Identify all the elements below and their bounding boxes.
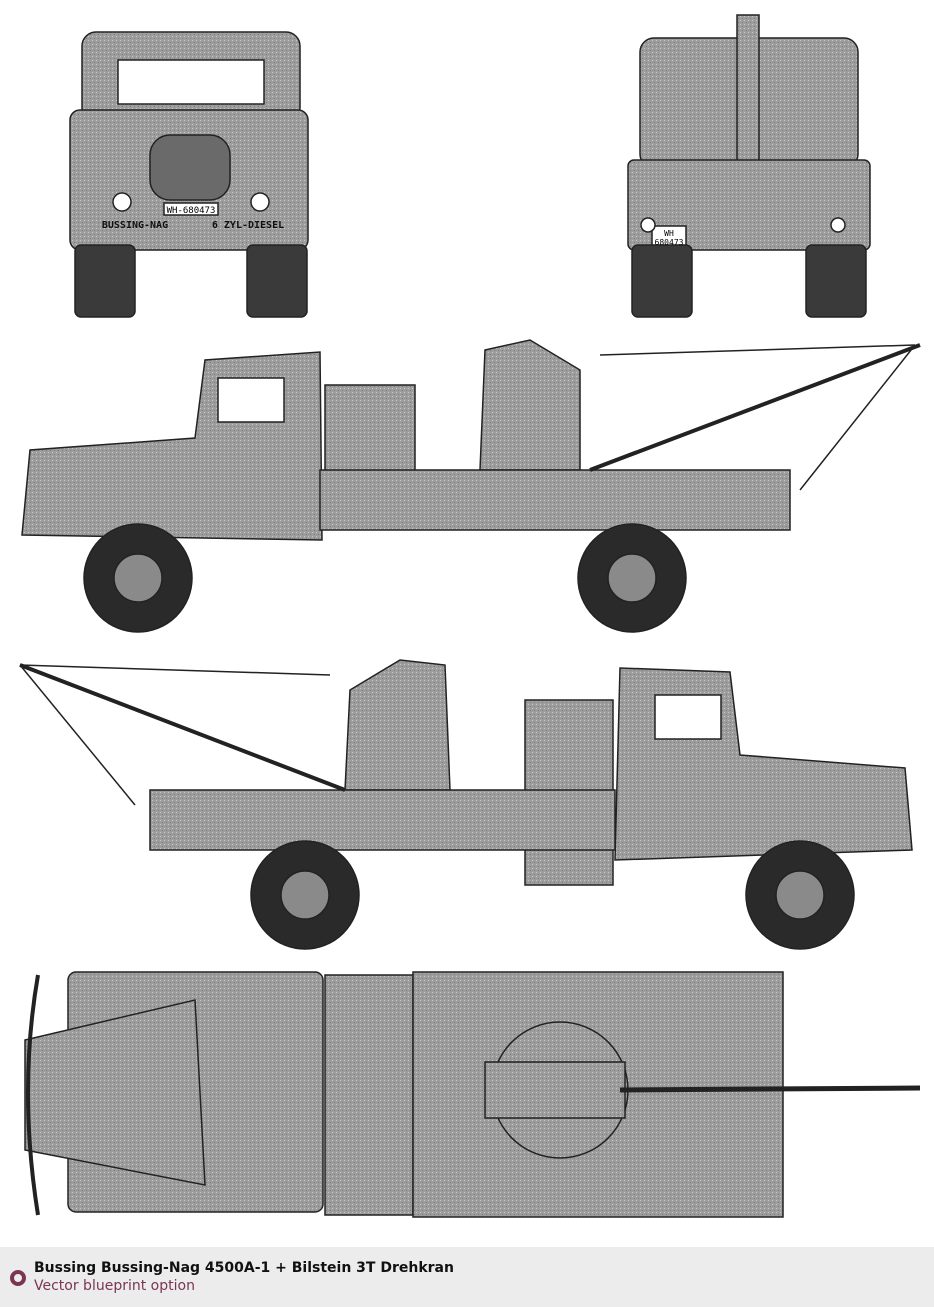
side-view-left — [21, 339, 921, 633]
front-plate-text: WH-680473 — [167, 206, 216, 216]
caption-bar: Bussing Bussing-Nag 4500A-1 + Bilstein 3… — [0, 1247, 934, 1307]
blueprint-drawing: WH-680473 BUSSING-NAG 6 ZYL-DIESEL WH 68… — [19, 14, 921, 1218]
front-view: WH-680473 BUSSING-NAG 6 ZYL-DIESEL — [69, 31, 309, 318]
option-radio-icon[interactable] — [10, 1270, 26, 1286]
top-view — [24, 971, 921, 1218]
front-lettering-right: 6 ZYL-DIESEL — [212, 220, 284, 231]
front-lettering-left: BUSSING-NAG — [102, 220, 168, 231]
caption-title: Bussing Bussing-Nag 4500A-1 + Bilstein 3… — [34, 1260, 454, 1276]
rear-view: WH 680473 — [627, 14, 871, 318]
side-view-right — [19, 659, 913, 950]
rear-plate-line1: WH — [664, 229, 674, 238]
rear-plate-line2: 680473 — [655, 238, 684, 247]
caption-subtitle[interactable]: Vector blueprint option — [34, 1278, 195, 1294]
